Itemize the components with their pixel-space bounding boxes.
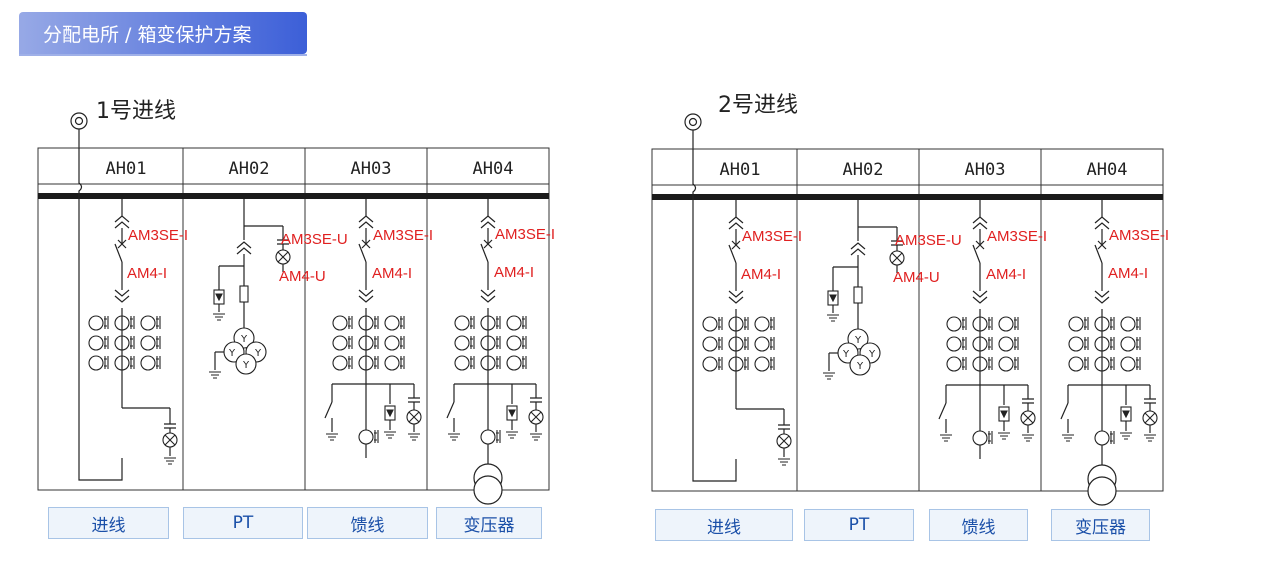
cabinet-label: AH03 [965, 160, 1006, 180]
relay-label: AM3SE-I [987, 228, 1047, 245]
transformer-button[interactable]: 变压器 [436, 507, 542, 539]
pt-button[interactable]: PT [183, 507, 303, 539]
meter-label: AM4-I [494, 264, 534, 281]
relay-label: AM3SE-I [1109, 227, 1169, 244]
meter-label: AM4-U [893, 269, 940, 286]
svg-text:Y: Y [856, 361, 864, 372]
feeder-button[interactable]: 馈线 [929, 509, 1028, 541]
scheme-1: YY YY [37, 99, 555, 505]
cabinet-label: AH04 [473, 159, 514, 179]
relay-label: AM3SE-I [742, 228, 802, 245]
meter-label: AM4-I [127, 265, 167, 282]
svg-text:Y: Y [240, 334, 248, 345]
svg-text:Y: Y [254, 348, 262, 359]
feeder-button[interactable]: 馈线 [307, 507, 428, 539]
cabinet-label: AH02 [843, 160, 884, 180]
relay-label: AM3SE-U [281, 231, 348, 248]
cabinet-label: AH04 [1087, 160, 1128, 180]
relay-label: AM3SE-U [895, 232, 962, 249]
svg-text:Y: Y [242, 360, 250, 371]
transformer-button[interactable]: 变压器 [1051, 509, 1150, 541]
meter-label: AM4-I [372, 265, 412, 282]
meter-label: AM4-I [1108, 265, 1148, 282]
cabinet-label: AH01 [106, 159, 147, 179]
incoming-line-label: 1号进线 [96, 99, 176, 124]
meter-label: AM4-I [986, 266, 1026, 283]
incoming-line-label: 2号进线 [718, 93, 798, 118]
meter-label: AM4-I [741, 266, 781, 283]
svg-text:Y: Y [228, 348, 236, 359]
incoming-button[interactable]: 进线 [655, 509, 793, 541]
cabinet-label: AH02 [229, 159, 270, 179]
svg-text:Y: Y [854, 335, 862, 346]
section-title: 分配电所 / 箱变保护方案 [19, 12, 307, 54]
relay-label: AM3SE-I [128, 227, 188, 244]
meter-label: AM4-U [279, 268, 326, 285]
relay-label: AM3SE-I [373, 227, 433, 244]
scheme-2: YY YY [651, 93, 1169, 506]
cabinet-label: AH01 [720, 160, 761, 180]
pt-button[interactable]: PT [804, 509, 914, 541]
cabinet-label: AH03 [351, 159, 392, 179]
title-underline [19, 54, 307, 56]
svg-text:Y: Y [868, 349, 876, 360]
svg-text:Y: Y [842, 349, 850, 360]
incoming-button[interactable]: 进线 [48, 507, 169, 539]
relay-label: AM3SE-I [495, 226, 555, 243]
